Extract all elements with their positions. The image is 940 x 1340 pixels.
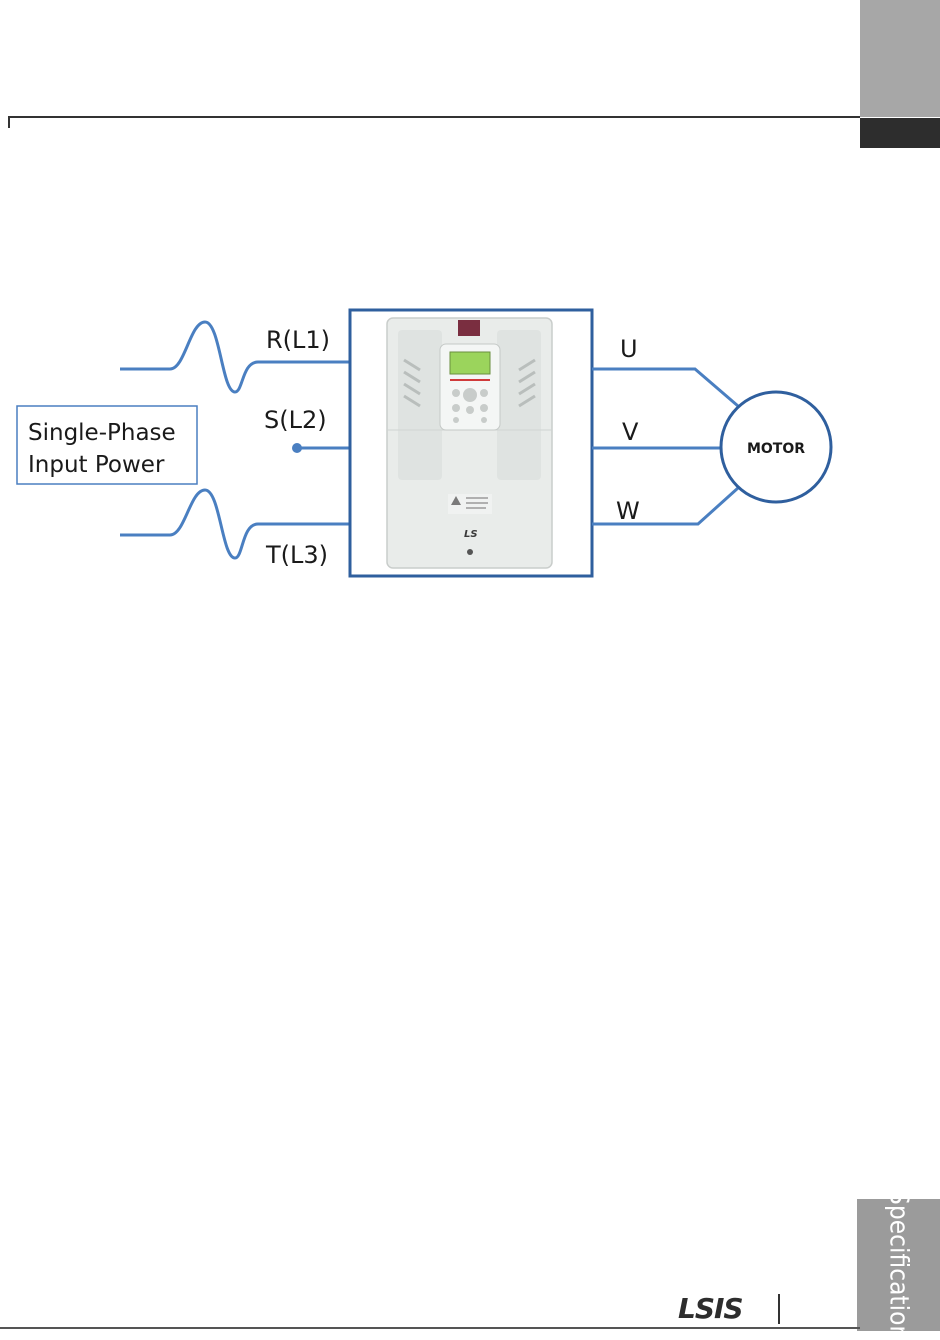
wire-r [120, 320, 350, 394]
wire-s-terminal-dot [292, 443, 302, 453]
header-rule-tick [8, 116, 10, 128]
section-tab: Specification [857, 1190, 940, 1340]
terminal-w-label: W [616, 497, 640, 525]
motor-circle [719, 390, 833, 504]
wire-u [592, 367, 739, 408]
footer-separator [778, 1294, 780, 1324]
svg-text:LSIS: LSIS [678, 1292, 743, 1324]
input-label-line-2: Input Power [28, 452, 165, 478]
product-mark: LS [464, 529, 478, 540]
header-rule [8, 116, 860, 118]
motor-label: MOTOR [747, 441, 805, 457]
input-label-line-1: Single-Phase [28, 420, 176, 446]
wire-w [592, 486, 740, 526]
inverter-image: LS [386, 317, 553, 569]
terminal-t-label: T(L3) [265, 541, 328, 569]
section-tab-label: Specification [883, 1189, 914, 1340]
chapter-tab-top [860, 0, 940, 117]
footer-rule [0, 1327, 860, 1329]
terminal-s-label: S(L2) [264, 406, 327, 434]
terminal-v-label: V [622, 418, 639, 446]
input-power-box [16, 405, 198, 485]
terminal-u-label: U [620, 335, 638, 363]
chapter-tab-dark [860, 118, 940, 148]
terminal-r-label: R(L1) [266, 326, 330, 354]
wiring-diagram: Single-Phase Input Power R(L1) S(L2) T(L… [16, 308, 833, 578]
lsis-logo: LSIS [678, 1292, 744, 1324]
wire-t [120, 488, 350, 560]
